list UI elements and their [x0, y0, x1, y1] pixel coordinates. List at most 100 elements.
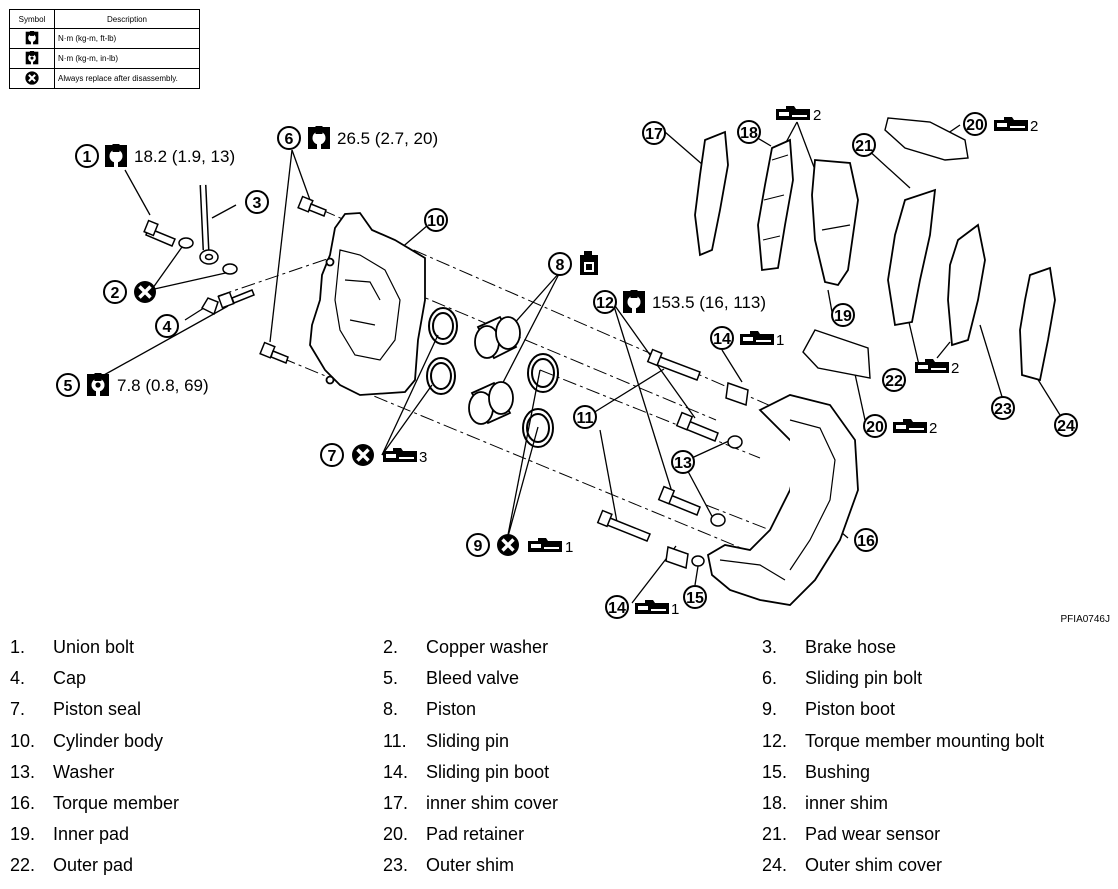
part-label: Cylinder body [53, 730, 164, 751]
torque-wrench-icon [308, 126, 330, 150]
part-number: 18. [762, 793, 788, 813]
part-label: Inner pad [53, 824, 130, 845]
callout-number: 14 [713, 331, 731, 348]
callout-number: 21 [855, 138, 873, 155]
part-label: Bushing [805, 761, 871, 782]
part-label: Pad retainer [426, 824, 525, 845]
brake-hose-union [143, 184, 238, 275]
grease-icon [740, 331, 774, 345]
callout-number: 11 [577, 410, 594, 427]
part-label: Piston seal [53, 699, 142, 720]
callout-number: 20 [866, 419, 884, 436]
callout-number: 16 [857, 533, 875, 550]
torque-spec: 7.8 (0.8, 69) [117, 376, 209, 395]
part-label: Piston boot [805, 699, 896, 720]
torque-wrench-icon [105, 144, 127, 168]
cylinder-body-drawing [309, 212, 426, 396]
symbol-legend-table: Symbol Description N·m (kg-m, ft-lb) N·m… [9, 9, 200, 89]
grease-icon [528, 538, 562, 552]
part-label: Torque member [53, 793, 180, 813]
grease-grade: 1 [565, 539, 573, 556]
callout-number: 22 [885, 373, 903, 390]
callout-20-upper: 20 2 [963, 112, 1038, 136]
part-label: Piston [426, 699, 477, 720]
part-label: Outer shim cover [805, 855, 943, 876]
part-number: 9. [762, 699, 778, 720]
callout-1: 1 18.2 (1.9, 13) [75, 144, 235, 168]
shims-and-pads [694, 130, 1056, 382]
grease-icon [994, 117, 1028, 131]
part-number: 11. [383, 730, 407, 751]
callout-17: 17 [642, 121, 666, 145]
replace-x-icon [132, 279, 158, 305]
callout-number: 1 [83, 149, 92, 166]
brake-fluid-icon [580, 251, 598, 275]
callout-number: 7 [328, 448, 337, 465]
part-number: 13. [10, 761, 36, 782]
part-label: Pad wear sensor [805, 824, 941, 845]
part-label: Brake hose [805, 637, 897, 657]
part-label: Washer [53, 761, 115, 782]
torque-wrench-inlb-icon [87, 373, 109, 397]
callout-15: 15 [683, 585, 707, 609]
callout-19: 19 [831, 303, 855, 327]
callout-number: 6 [285, 131, 294, 148]
piston-seals [426, 307, 458, 395]
torque-wrench-icon [25, 30, 39, 45]
part-number: 17. [383, 793, 409, 813]
leader-lines [94, 121, 1061, 604]
part-number: 14. [383, 761, 409, 782]
part-label: Sliding pin bolt [805, 668, 923, 689]
sliding-pins-and-bolts [596, 348, 749, 570]
part-label: Cap [53, 668, 87, 689]
torque-spec: 26.5 (2.7, 20) [337, 129, 438, 148]
part-number: 7. [10, 699, 26, 720]
part-number: 3. [762, 637, 778, 657]
callout-number: 24 [1057, 418, 1075, 435]
caliper-exploded-diagram: 1 18.2 (1.9, 13) 2 3 4 5 7.8 (0.8, 69) 6… [56, 106, 1078, 619]
callout-number: 17 [645, 126, 663, 143]
part-label: Copper washer [426, 637, 549, 657]
part-number: 20. [383, 824, 409, 845]
callout-number: 5 [64, 378, 73, 395]
grease-icon [893, 419, 927, 433]
grease-grade: 1 [776, 332, 784, 349]
grease-icon [383, 448, 417, 462]
callout-7: 7 3 [320, 442, 427, 468]
callout-22: 22 2 [882, 359, 959, 392]
callout-number: 12 [596, 295, 614, 312]
pad-retainers-and-sensor [802, 117, 969, 379]
part-number: 12. [762, 730, 788, 751]
grease-icon [635, 600, 669, 614]
legend-row: Always replace after disassembly. [9, 68, 200, 89]
callout-11: 11 [573, 405, 597, 429]
torque-member-drawing [706, 394, 859, 606]
part-number: 21. [762, 824, 788, 845]
pistons [468, 315, 521, 425]
callout-number: 3 [253, 195, 262, 212]
callout-5: 5 7.8 (0.8, 69) [56, 373, 209, 397]
part-label: Union bolt [53, 637, 135, 657]
torque-spec: 18.2 (1.9, 13) [134, 147, 235, 166]
callout-number: 18 [740, 125, 758, 142]
replace-x-icon [350, 442, 376, 468]
part-label: inner shim cover [426, 793, 559, 813]
part-number: 5. [383, 668, 399, 689]
grease-grade: 2 [929, 420, 937, 437]
part-label: Sliding pin [426, 730, 510, 751]
callout-13: 13 [671, 450, 695, 474]
part-number: 15. [762, 761, 788, 782]
grease-grade: 2 [813, 107, 821, 124]
callout-23: 23 [991, 396, 1015, 420]
part-number: 23. [383, 855, 409, 876]
callout-14-lower: 14 1 [605, 595, 679, 619]
callout-12: 12 153.5 (16, 113) [593, 290, 766, 314]
callout-2: 2 [103, 279, 158, 305]
replace-x-icon [25, 70, 39, 85]
part-number: 6. [762, 668, 778, 689]
callout-4: 4 [155, 314, 179, 338]
grease-icon [776, 106, 810, 120]
torque-wrench-icon [623, 290, 645, 314]
callout-6: 6 26.5 (2.7, 20) [277, 126, 438, 150]
